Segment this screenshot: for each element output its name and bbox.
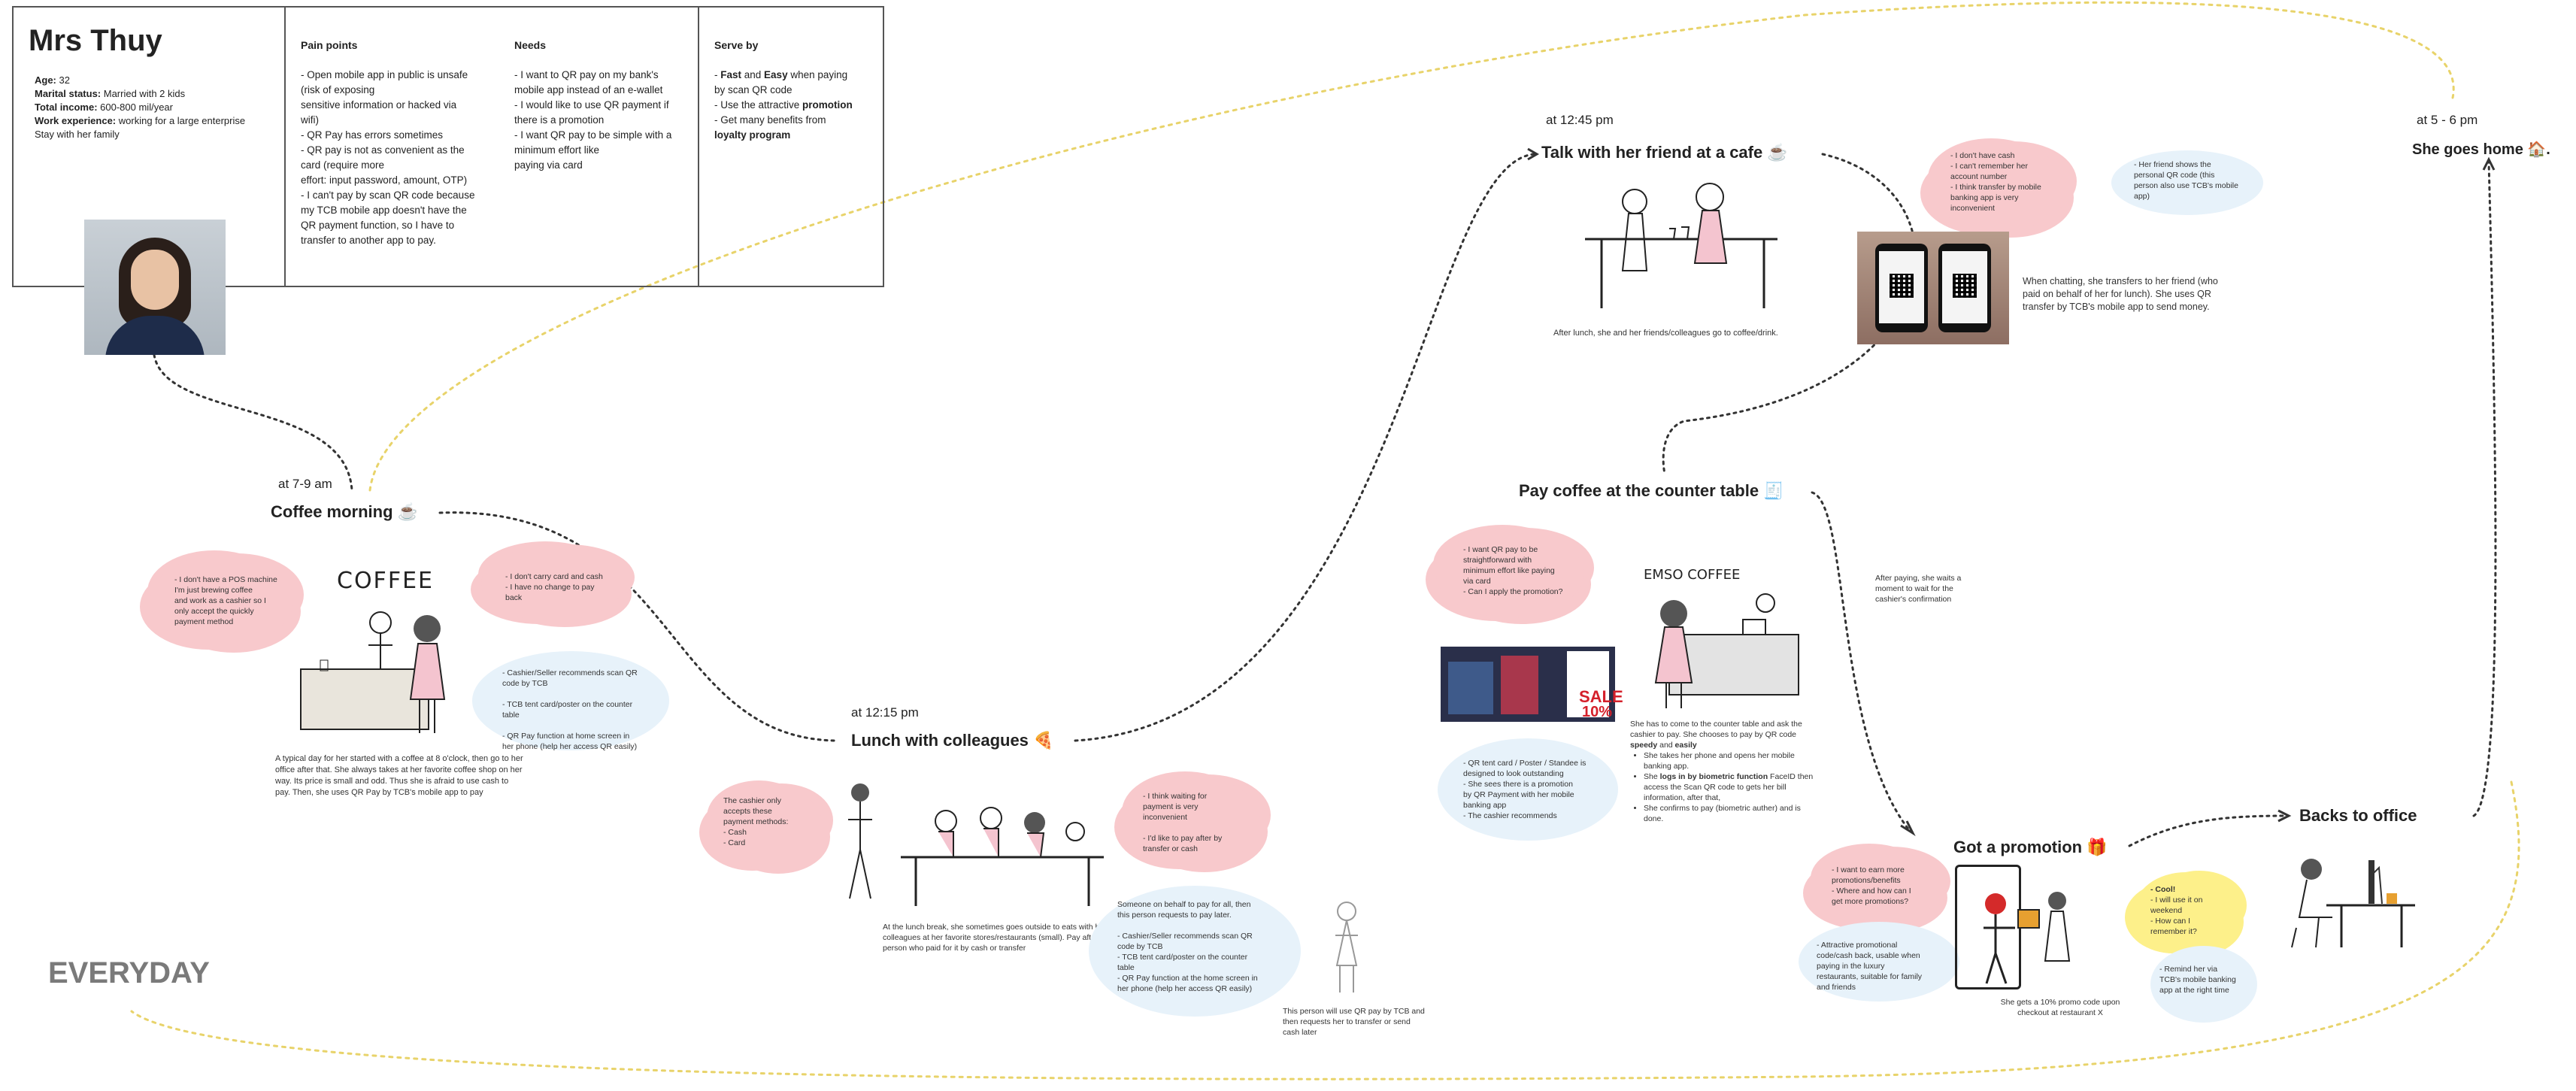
arrow-home bbox=[2482, 156, 2496, 171]
cafe-time: at 12:45 pm bbox=[1546, 113, 1614, 127]
counter-sign: EMSO COFFEE bbox=[1644, 567, 1740, 583]
cafe-touchpoints-text: - Her friend shows the personal QR code … bbox=[2134, 160, 2238, 201]
counter-step: She logs in by biometric function FaceID… bbox=[1644, 771, 1818, 803]
coffee-pain-text: - I don't have a POS machine I'm just br… bbox=[174, 575, 277, 626]
cafe-caption: After lunch, she and her friends/colleag… bbox=[1553, 329, 1778, 338]
coffee-touchpoints bbox=[472, 651, 669, 750]
avatar-to-coffee-path bbox=[153, 353, 353, 492]
promotion-touchpoints-left-text: - Attractive promotional code/cash back,… bbox=[1817, 941, 1923, 992]
promotion-pain-cloud bbox=[1814, 848, 1940, 926]
lunch-pain-text: - I think waiting for payment is very in… bbox=[1143, 792, 1223, 853]
home-stage-title: She goes home 🏠. bbox=[2412, 141, 2550, 158]
counter-caption: She has to come to the counter table and… bbox=[1630, 719, 1818, 824]
everyday-label: EVERYDAY bbox=[48, 956, 210, 989]
promotion-reaction-cloud bbox=[2134, 872, 2238, 950]
counter-cashier-sketch: EMSO COFFEE bbox=[1644, 567, 1799, 708]
serve-by-heading: Serve by bbox=[714, 39, 759, 51]
persona-name: Mrs Thuy bbox=[29, 24, 162, 57]
lunch-touchpoints bbox=[1089, 886, 1301, 1017]
coffee-pain-cloud bbox=[150, 555, 293, 647]
counter-step: She takes her phone and opens her mobile… bbox=[1644, 750, 1818, 771]
persona-income: Total income: 600-800 mil/year bbox=[35, 102, 173, 113]
serve-by-text: - Fast and Easy when paying by scan QR c… bbox=[714, 69, 853, 141]
needs-text: - I want to QR pay on my bank's mobile a… bbox=[514, 69, 672, 171]
lunch-caption: At the lunch break, she sometimes goes o… bbox=[883, 923, 1120, 953]
cafe-touchpoints bbox=[2111, 150, 2263, 215]
office-to-home-path bbox=[2472, 160, 2497, 817]
lunch-stage-title: Lunch with colleagues 🍕 bbox=[851, 731, 1054, 750]
persona-photo bbox=[84, 220, 226, 355]
sale-label: SALE bbox=[1579, 687, 1623, 706]
persona-info: Age: 32 Marital status: Married with 2 k… bbox=[35, 74, 290, 141]
qr-transfer-photo bbox=[1857, 232, 2009, 344]
arrow-cafe bbox=[1527, 147, 1539, 161]
cafe-to-counter-path bbox=[1662, 153, 1917, 475]
promotion-touchpoints-right bbox=[2150, 946, 2257, 1023]
phone-left bbox=[1875, 244, 1928, 332]
coffee-to-lunch-path bbox=[438, 511, 836, 742]
promotion-gift-sketch bbox=[1984, 892, 2071, 984]
coffee-customer-text: - I don't carry card and cash - I have n… bbox=[505, 572, 603, 602]
coffee-shop-sketch: COFFEE bbox=[300, 568, 446, 733]
counter-touchpoints bbox=[1438, 738, 1618, 841]
persona-age: Age: 32 bbox=[35, 74, 70, 86]
counter-pain-text: - I want QR pay to be straightforward wi… bbox=[1463, 545, 1563, 596]
counter-side-note: After paying, she waits a moment to wait… bbox=[1875, 574, 1962, 604]
persona-family: Stay with her family bbox=[35, 129, 120, 140]
lunch-time: at 12:15 pm bbox=[851, 705, 919, 720]
cafe-pain-text: - I don't have cash - I can't remember h… bbox=[1950, 151, 2041, 213]
home-time: at 5 - 6 pm bbox=[2417, 113, 2478, 127]
cafe-pain-cloud bbox=[1931, 143, 2066, 232]
pain-points-text: - Open mobile app in public is unsafe (r… bbox=[301, 69, 475, 246]
promotion-to-office-path bbox=[2128, 814, 2287, 847]
persona-divider bbox=[698, 8, 699, 286]
lunch-touchpoints-text: Someone on behalf to pay for all, then t… bbox=[1117, 900, 1258, 993]
counter-stage-title: Pay coffee at the counter table 🧾 bbox=[1519, 481, 1784, 500]
coffee-sign: COFFEE bbox=[337, 568, 434, 594]
cafe-friends-sketch bbox=[1585, 183, 1777, 308]
pain-points-heading: Pain points bbox=[301, 39, 358, 51]
sale-percent: 10% bbox=[1582, 704, 1613, 720]
lunch-table-sketch bbox=[848, 783, 1104, 906]
promotion-stage-title: Got a promotion 🎁 bbox=[1953, 838, 2108, 856]
persona-card: Mrs Thuy Age: 32 Marital status: Married… bbox=[12, 6, 884, 287]
coffee-customer-cloud bbox=[481, 546, 624, 621]
lunch-pain-cloud bbox=[1125, 776, 1260, 866]
daily-loop-return-path bbox=[130, 780, 2520, 1080]
promo-poster-photo bbox=[1441, 647, 1615, 722]
coffee-touchpoints-text: - Cashier/Seller recommends scan QR code… bbox=[502, 668, 638, 751]
persona-work: Work experience: working for a large ent… bbox=[35, 115, 246, 126]
promotion-touchpoints-right-text: - Remind her via TCB's mobile banking ap… bbox=[2159, 965, 2236, 995]
payer-sketch bbox=[1335, 902, 1358, 993]
promotion-reaction-text: - Cool!- I will use it on weekend - How … bbox=[2150, 885, 2203, 936]
office-stage-title: Backs to office bbox=[2299, 806, 2417, 825]
lunch-person-caption: This person will use QR pay by TCB and t… bbox=[1283, 1007, 1425, 1037]
needs-heading: Needs bbox=[514, 39, 547, 51]
coffee-stage-title: Coffee morning ☕ bbox=[271, 502, 419, 521]
daily-loop-path bbox=[368, 1, 2455, 492]
cafe-stage-title: Talk with her friend at a cafe ☕ bbox=[1541, 143, 1788, 162]
promotion-pain-text: - I want to earn more promotions/benefit… bbox=[1832, 865, 1911, 906]
lunch-to-cafe-path bbox=[1074, 153, 1535, 742]
office-desk-sketch bbox=[2291, 859, 2415, 948]
promotion-touchpoints-left bbox=[1799, 922, 1959, 1002]
counter-to-promotion-path bbox=[1811, 491, 1911, 832]
counter-step: She confirms to pay (biometric auther) a… bbox=[1644, 803, 1818, 824]
counter-touchpoints-text: - QR tent card / Poster / Standee is des… bbox=[1463, 759, 1587, 820]
lunch-cashier-cloud bbox=[710, 785, 823, 868]
counter-pain-cloud bbox=[1436, 529, 1583, 618]
coffee-time: at 7-9 am bbox=[278, 477, 332, 491]
arrow-promotion bbox=[1900, 820, 1916, 837]
phone-right bbox=[1938, 244, 1991, 332]
cafe-phone-caption: When chatting, she transfers to her frie… bbox=[2023, 276, 2218, 312]
promotion-caption: She gets a 10% promo code upon checkout … bbox=[2000, 998, 2120, 1017]
persona-divider bbox=[284, 8, 286, 286]
arrow-office bbox=[2277, 809, 2292, 823]
lunch-cashier-text: The cashier only accepts these payment m… bbox=[723, 796, 789, 847]
persona-marital-status: Marital status: Married with 2 kids bbox=[35, 88, 186, 99]
coffee-caption: A typical day for her started with a cof… bbox=[275, 754, 523, 797]
